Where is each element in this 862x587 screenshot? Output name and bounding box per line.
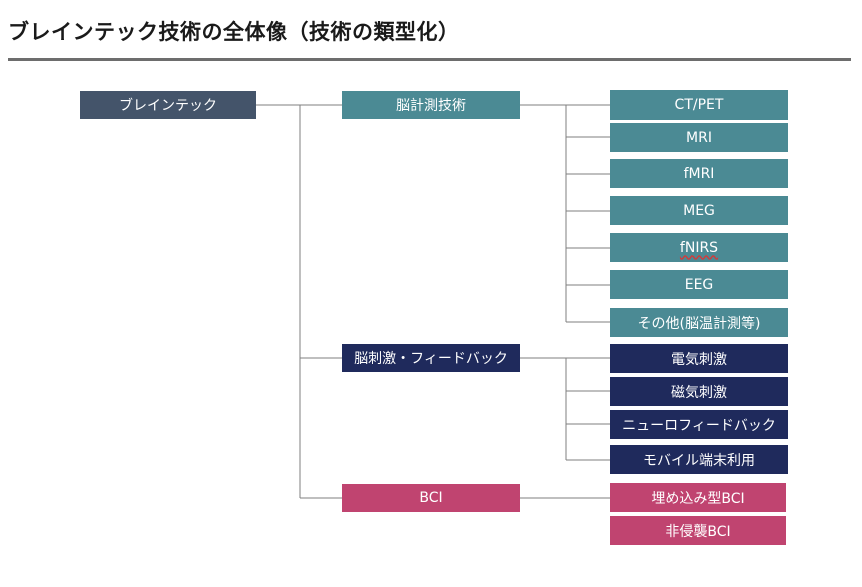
title-divider	[8, 58, 851, 61]
category-label: 脳刺激・フィードバック	[354, 351, 508, 367]
leaf-node: モバイル端末利用	[610, 445, 788, 474]
leaf-node: 非侵襲BCI	[610, 516, 786, 545]
leaf-label: 埋め込み型BCI	[651, 490, 745, 507]
leaf-node: 電気刺激	[610, 344, 788, 373]
leaf-node: 磁気刺激	[610, 377, 788, 406]
leaf-node: 埋め込み型BCI	[610, 483, 786, 512]
leaf-label: EEG	[684, 276, 714, 293]
category-node-stimulation: 脳刺激・フィードバック	[342, 344, 520, 372]
leaf-label: fNIRS	[679, 239, 719, 256]
leaf-label: ニューロフィードバック	[622, 417, 776, 434]
category-label: 脳計測技術	[396, 98, 466, 114]
root-label: ブレインテック	[119, 98, 217, 114]
category-label: BCI	[419, 490, 443, 506]
leaf-label: その他(脳温計測等)	[637, 315, 761, 332]
leaf-node: CT/PET	[610, 90, 788, 120]
category-node-bci: BCI	[342, 484, 520, 512]
root-node: ブレインテック	[80, 91, 256, 119]
leaf-label: MEG	[683, 202, 715, 219]
leaf-label: 電気刺激	[671, 351, 727, 368]
leaf-label: モバイル端末利用	[643, 452, 755, 469]
leaf-label: fMRI	[683, 165, 715, 182]
leaf-label: MRI	[686, 129, 712, 146]
leaf-node: その他(脳温計測等)	[610, 308, 788, 337]
leaf-node: MRI	[610, 123, 788, 152]
leaf-label: 非侵襲BCI	[665, 523, 731, 540]
leaf-node: fNIRS	[610, 233, 788, 262]
leaf-node: EEG	[610, 270, 788, 299]
leaf-label: 磁気刺激	[671, 384, 727, 401]
category-node-measurement: 脳計測技術	[342, 91, 520, 119]
leaf-node: MEG	[610, 196, 788, 225]
leaf-node: fMRI	[610, 159, 788, 188]
leaf-label: CT/PET	[674, 97, 724, 113]
page-title: ブレインテック技術の全体像（技術の類型化）	[8, 20, 460, 44]
leaf-node: ニューロフィードバック	[610, 410, 788, 439]
